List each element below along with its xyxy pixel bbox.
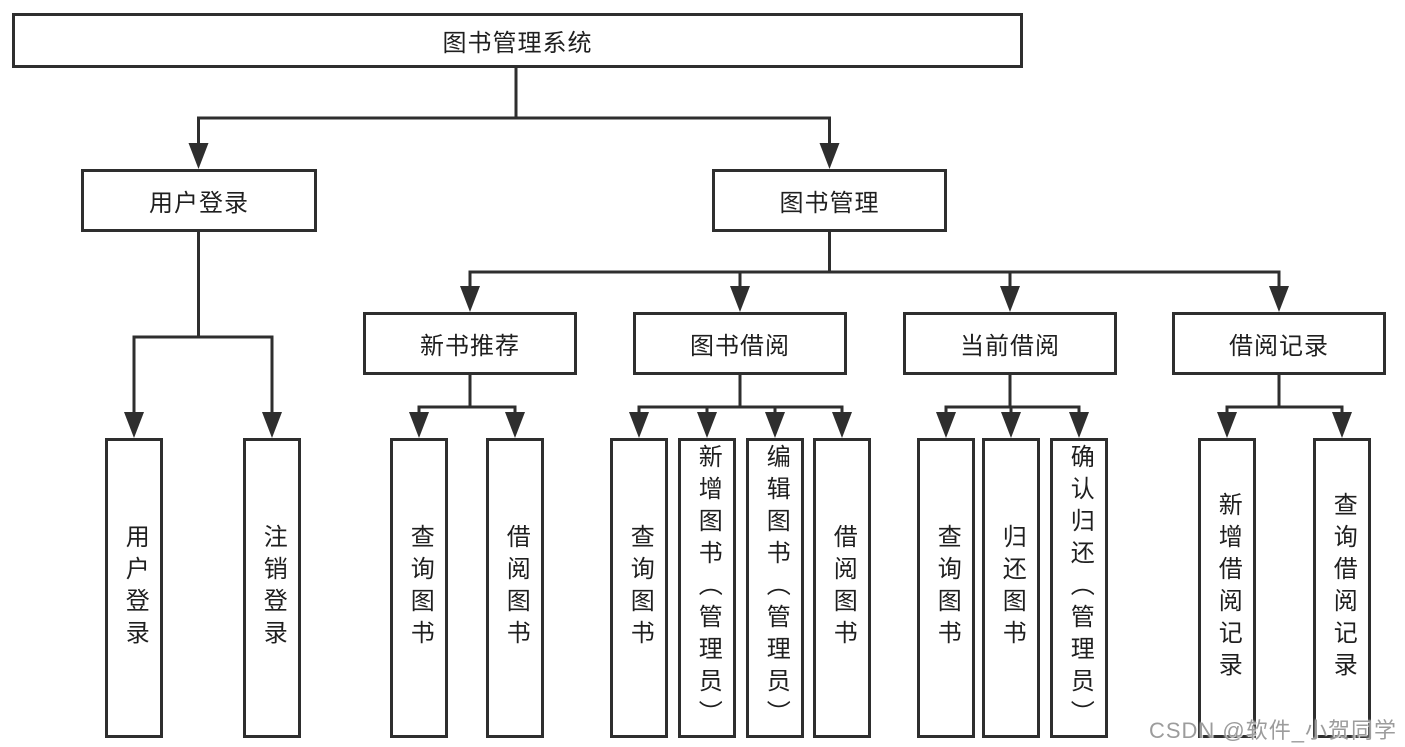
node-leaf-query-books-3: 查询图书 xyxy=(917,438,975,738)
connector-book-borrow xyxy=(637,375,844,415)
node-user-login: 用户登录 xyxy=(81,169,317,232)
node-leaf-borrow-books-1-label: 借阅图书 xyxy=(502,524,530,652)
arrow-icon xyxy=(460,286,480,312)
connector-current-borrow xyxy=(944,375,1081,415)
arrow-icon xyxy=(936,412,956,438)
node-leaf-logout: 注销登录 xyxy=(243,438,301,738)
arrow-icon xyxy=(1217,412,1237,438)
node-root-label: 图书管理系统 xyxy=(442,30,593,57)
arrow-icon xyxy=(1001,412,1021,438)
node-borrow-records: 借阅记录 xyxy=(1172,312,1386,375)
node-leaf-user-login-label: 用户登录 xyxy=(121,524,149,652)
arrow-icon xyxy=(765,412,785,438)
node-leaf-query-books-1-label: 查询图书 xyxy=(406,524,434,652)
arrowheads xyxy=(124,143,1352,438)
arrow-icon xyxy=(188,143,209,169)
arrow-icon xyxy=(1069,412,1089,438)
node-book-borrow: 图书借阅 xyxy=(633,312,847,375)
arrow-icon xyxy=(832,412,852,438)
node-leaf-borrow-books-1: 借阅图书 xyxy=(486,438,544,738)
node-leaf-return-book: 归还图书 xyxy=(982,438,1040,738)
node-leaf-add-book-admin-label: 新增图书（管理员） xyxy=(694,444,722,732)
node-leaf-query-books-2-label: 查询图书 xyxy=(626,524,654,652)
node-leaf-query-books-2: 查询图书 xyxy=(610,438,668,738)
node-borrow-records-label: 借阅记录 xyxy=(1229,333,1329,360)
connector-book-mgmt xyxy=(468,232,1281,289)
arrow-icon xyxy=(505,412,525,438)
node-leaf-query-books-1: 查询图书 xyxy=(390,438,448,738)
node-leaf-query-borrow-record-label: 查询借阅记录 xyxy=(1329,492,1357,684)
node-book-mgmt: 图书管理 xyxy=(712,169,947,232)
connector-borrow-records xyxy=(1225,375,1344,415)
arrow-icon xyxy=(124,412,144,438)
node-leaf-user-login: 用户登录 xyxy=(105,438,163,738)
node-leaf-edit-book-admin-label: 编辑图书（管理员） xyxy=(762,444,790,732)
node-leaf-query-books-3-label: 查询图书 xyxy=(933,524,961,652)
node-leaf-query-borrow-record: 查询借阅记录 xyxy=(1313,438,1371,738)
connector-new-book xyxy=(417,375,517,415)
connector-user-login xyxy=(132,232,274,415)
node-new-book-rec-label: 新书推荐 xyxy=(420,333,520,360)
node-book-mgmt-label: 图书管理 xyxy=(779,190,880,217)
arrow-icon xyxy=(629,412,649,438)
node-new-book-rec: 新书推荐 xyxy=(363,312,577,375)
node-leaf-add-borrow-record: 新增借阅记录 xyxy=(1198,438,1256,738)
arrow-icon xyxy=(697,412,717,438)
node-user-login-label: 用户登录 xyxy=(149,190,249,217)
arrow-icon xyxy=(1332,412,1352,438)
watermark: CSDN @软件_小贺同学 xyxy=(1148,718,1397,743)
arrow-icon xyxy=(409,412,429,438)
arrow-icon xyxy=(819,143,840,169)
arrow-icon xyxy=(730,286,750,312)
node-current-borrow: 当前借阅 xyxy=(903,312,1117,375)
node-leaf-confirm-return-admin-label: 确认归还（管理员） xyxy=(1066,444,1094,732)
arrow-icon xyxy=(1269,286,1289,312)
node-leaf-edit-book-admin: 编辑图书（管理员） xyxy=(746,438,804,738)
node-leaf-confirm-return-admin: 确认归还（管理员） xyxy=(1050,438,1108,738)
node-book-borrow-label: 图书借阅 xyxy=(690,333,790,360)
node-leaf-add-borrow-record-label: 新增借阅记录 xyxy=(1214,492,1242,684)
node-root: 图书管理系统 xyxy=(12,13,1023,68)
arrow-icon xyxy=(262,412,282,438)
node-leaf-return-book-label: 归还图书 xyxy=(998,524,1026,652)
node-leaf-logout-label: 注销登录 xyxy=(259,524,287,652)
node-leaf-add-book-admin: 新增图书（管理员） xyxy=(678,438,736,738)
arrow-icon xyxy=(1000,286,1020,312)
node-leaf-borrow-books-2-label: 借阅图书 xyxy=(829,524,857,652)
node-leaf-borrow-books-2: 借阅图书 xyxy=(813,438,871,738)
connector-root xyxy=(197,68,831,146)
node-current-borrow-label: 当前借阅 xyxy=(960,333,1060,360)
